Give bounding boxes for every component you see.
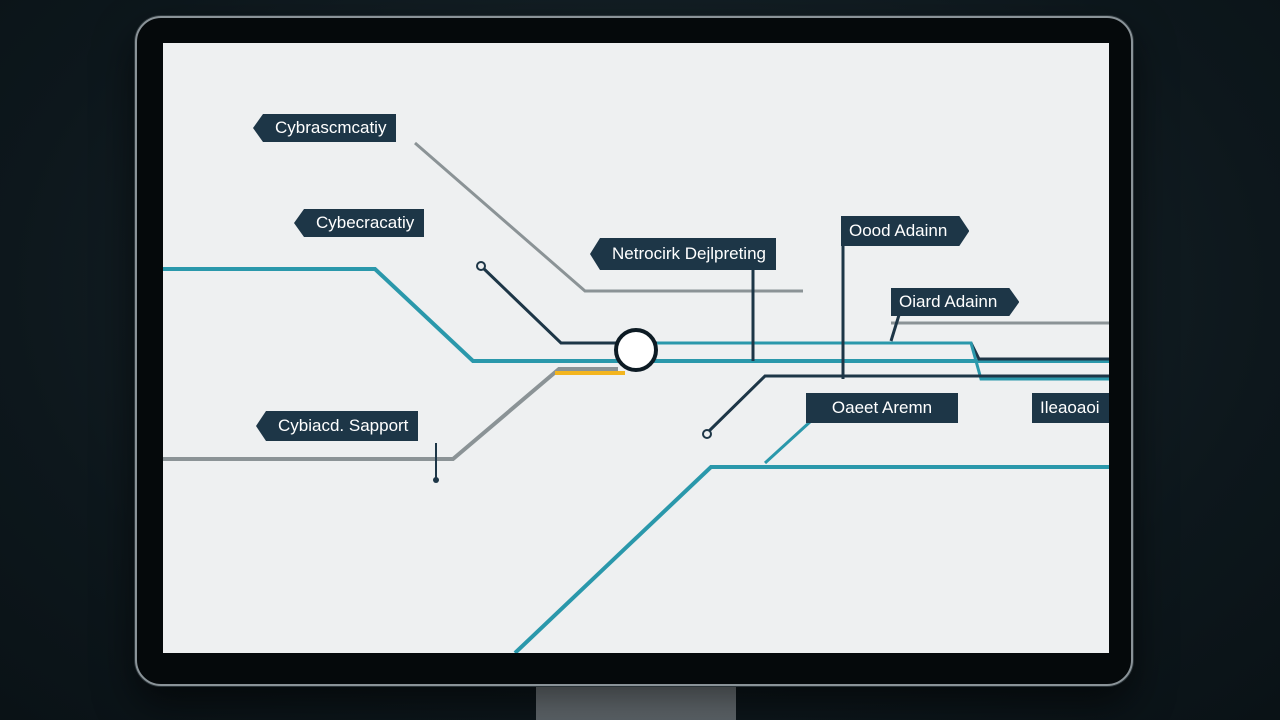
label-oood-adainn: Oood Adainn xyxy=(841,216,969,246)
label-cybecracatiy-text: Cybecracatiy xyxy=(316,213,415,232)
node-dot-upper xyxy=(476,261,486,271)
label-cybiacd-support-text: Cybiacd. Sapport xyxy=(278,416,409,435)
label-oood-adainn-text: Oood Adainn xyxy=(849,221,948,240)
label-oiard-adainn: Oiard Adainn xyxy=(891,288,1019,316)
monitor-stand xyxy=(536,684,736,720)
node-dot-support xyxy=(433,477,439,483)
hub-node xyxy=(614,328,658,372)
label-oiard-adainn-text: Oiard Adainn xyxy=(899,292,998,311)
label-cybrascmcatiy: Cybrascmcatiy xyxy=(253,114,397,142)
line-navy-lower xyxy=(705,374,1109,435)
node-dot-lower xyxy=(702,429,712,439)
label-ileaoaoi: Ileaoaoi xyxy=(1032,393,1109,423)
label-netrocirk-text: Netrocirk Dejlpreting xyxy=(612,244,766,263)
label-oaeet-aremn: Oaeet Aremn xyxy=(806,393,958,423)
monitor-screen: Cybrascmcatiy Cybecracatiy Netrocirk Dej… xyxy=(163,43,1109,653)
line-teal-short xyxy=(763,419,813,465)
label-cybiacd-support: Cybiacd. Sapport xyxy=(256,411,419,441)
label-cybrascmcatiy-text: Cybrascmcatiy xyxy=(275,118,387,137)
connector-gray-top xyxy=(414,141,803,293)
line-teal-main xyxy=(163,267,1109,363)
line-gray-lower xyxy=(163,367,618,461)
line-teal-lower xyxy=(513,465,1109,653)
line-navy-right-1 xyxy=(637,341,1109,361)
label-netrocirk: Netrocirk Dejlpreting xyxy=(590,238,776,270)
line-teal-right xyxy=(657,341,1109,381)
drop-line-oiard xyxy=(889,314,901,342)
network-diagram xyxy=(163,141,1109,653)
line-navy-left xyxy=(479,264,637,345)
label-cybecracatiy: Cybecracatiy xyxy=(294,209,425,237)
label-oaeet-aremn-text: Oaeet Aremn xyxy=(831,398,933,417)
label-ileaoaoi-text: Ileaoaoi xyxy=(1040,398,1100,417)
